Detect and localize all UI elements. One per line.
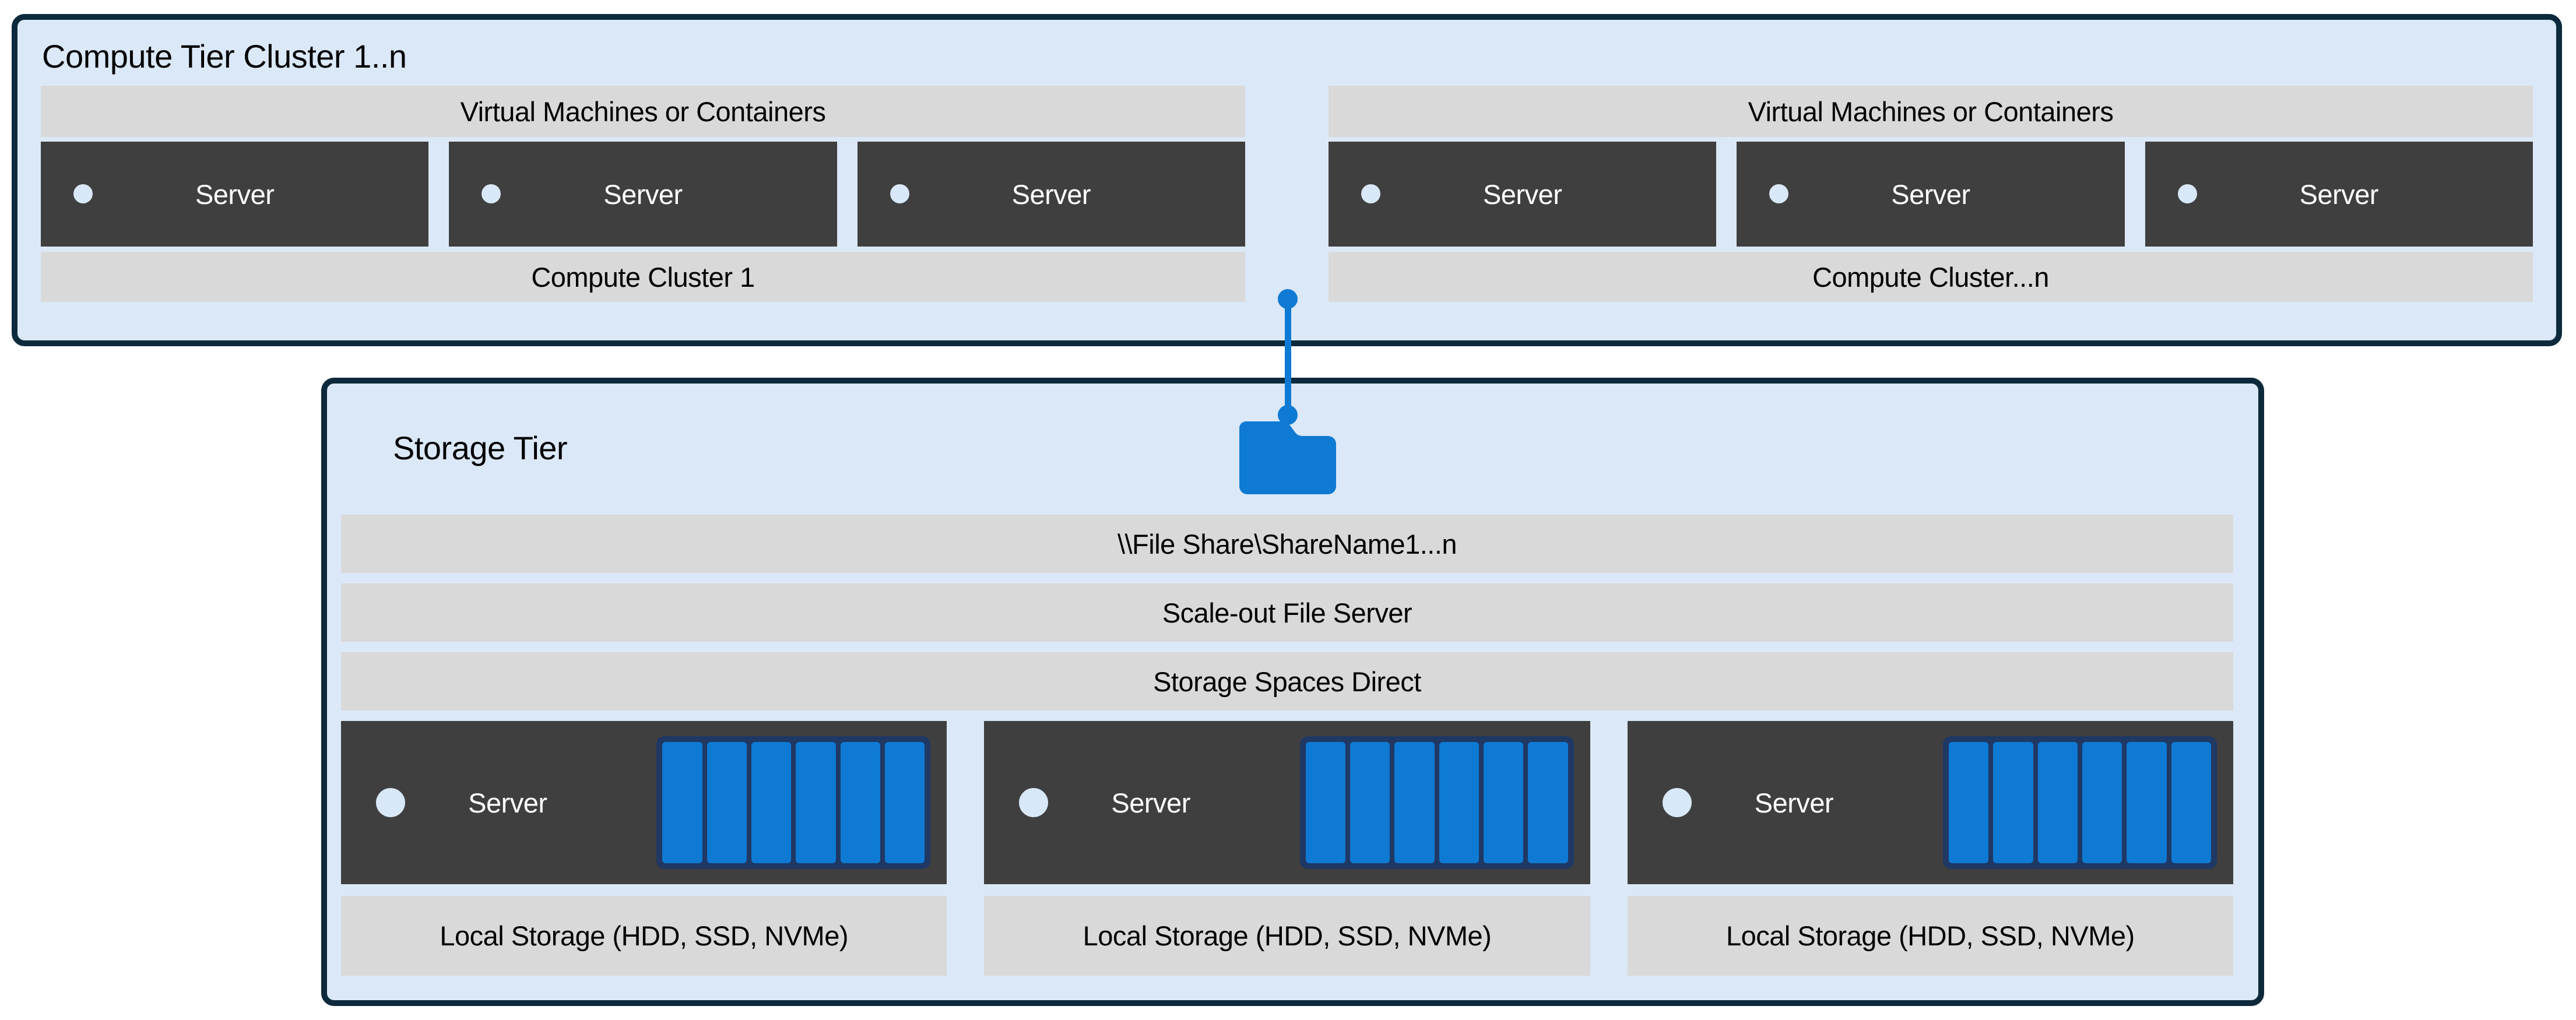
storage-server-box: Server: [984, 721, 1590, 884]
server-label: Server: [2299, 178, 2379, 210]
disk-icon: [1528, 742, 1568, 863]
folder-icon: [1239, 421, 1336, 494]
disk-icon: [1349, 742, 1390, 863]
storage-server-label-area: Server: [1628, 721, 1961, 884]
local-storage-bar: Local Storage (HDD, SSD, NVMe): [1627, 896, 2233, 976]
disk-icon: [2127, 742, 2167, 863]
connector-line: [1285, 299, 1291, 416]
compute-clusters-row: Virtual Machines or Containers Server Se…: [17, 86, 2556, 302]
storage-node: Server Local Storage (HDD, SSD, NVMe): [1627, 721, 2233, 976]
power-indicator-icon: [890, 184, 909, 203]
server-label: Server: [1754, 787, 1834, 818]
disk-array: [1942, 736, 2217, 869]
storage-server-box: Server: [1627, 721, 2233, 884]
power-indicator-icon: [1769, 184, 1789, 203]
server-label: Server: [468, 787, 547, 818]
power-indicator-icon: [73, 184, 93, 203]
vm-containers-bar: Virtual Machines or Containers: [41, 86, 1245, 137]
disk-array: [656, 736, 931, 869]
server-box: Server: [1737, 142, 2125, 247]
storage-spaces-direct-bar: Storage Spaces Direct: [341, 652, 2233, 711]
disk-icon: [2082, 742, 2122, 863]
server-box: Server: [1329, 142, 1717, 247]
server-box: Server: [857, 142, 1245, 247]
server-label: Server: [1011, 178, 1091, 210]
storage-server-label-area: Server: [984, 721, 1317, 884]
storage-node: Server Local Storage (HDD, SSD, NVMe): [341, 721, 947, 976]
disk-icon: [1993, 742, 2033, 863]
servers-row: Server Server Server: [41, 142, 1245, 247]
disk-icon: [884, 742, 925, 863]
server-label: Server: [1891, 178, 1970, 210]
compute-cluster-1: Virtual Machines or Containers Server Se…: [41, 86, 1245, 302]
disk-icon: [1394, 742, 1435, 863]
power-indicator-icon: [1019, 788, 1049, 817]
servers-row: Server Server Server: [1329, 142, 2533, 247]
file-share-bar: \\File Share\ShareName1...n: [341, 515, 2233, 573]
power-indicator-icon: [1662, 788, 1692, 817]
vm-containers-bar: Virtual Machines or Containers: [1329, 86, 2533, 137]
power-indicator-icon: [376, 788, 405, 817]
storage-tier-title: Storage Tier: [393, 430, 568, 466]
storage-server-box: Server: [341, 721, 947, 884]
storage-nodes-row: Server Local Storage (HDD, SSD, NVMe): [341, 721, 2233, 976]
local-storage-bar: Local Storage (HDD, SSD, NVMe): [984, 896, 1590, 976]
storage-node: Server Local Storage (HDD, SSD, NVMe): [984, 721, 1590, 976]
scale-out-file-server-bar: Scale-out File Server: [341, 583, 2233, 642]
storage-tier-box: Storage Tier \\File Share\ShareName1...n…: [321, 378, 2264, 1006]
disk-icon: [1483, 742, 1524, 863]
storage-server-label-area: Server: [341, 721, 674, 884]
power-indicator-icon: [2177, 184, 2197, 203]
disk-icon: [796, 742, 836, 863]
server-label: Server: [195, 178, 275, 210]
power-indicator-icon: [1361, 184, 1380, 203]
compute-cluster-footer-bar: Compute Cluster 1: [41, 252, 1245, 302]
disk-icon: [840, 742, 880, 863]
server-box: Server: [449, 142, 837, 247]
server-label: Server: [1111, 787, 1190, 818]
server-label: Server: [1482, 178, 1562, 210]
server-box: Server: [2145, 142, 2533, 247]
disk-icon: [751, 742, 792, 863]
disk-icon: [2037, 742, 2078, 863]
compute-cluster-n: Virtual Machines or Containers Server Se…: [1329, 86, 2533, 302]
disk-icon: [1439, 742, 1479, 863]
disk-icon: [1948, 742, 1989, 863]
compute-cluster-footer-bar: Compute Cluster...n: [1329, 252, 2533, 302]
server-label: Server: [603, 178, 683, 210]
server-box: Server: [41, 142, 429, 247]
local-storage-bar: Local Storage (HDD, SSD, NVMe): [341, 896, 947, 976]
disk-icon: [662, 742, 702, 863]
storage-layer-bars: \\File Share\ShareName1...n Scale-out Fi…: [341, 515, 2233, 711]
disk-icon: [1305, 742, 1345, 863]
power-indicator-icon: [482, 184, 501, 203]
compute-tier-title: Compute Tier Cluster 1..n: [42, 38, 407, 75]
disk-array: [1299, 736, 1574, 869]
disk-icon: [2171, 742, 2211, 863]
disk-icon: [707, 742, 747, 863]
compute-tier-box: Compute Tier Cluster 1..n Virtual Machin…: [12, 14, 2562, 346]
connector-dot-top: [1278, 289, 1298, 309]
